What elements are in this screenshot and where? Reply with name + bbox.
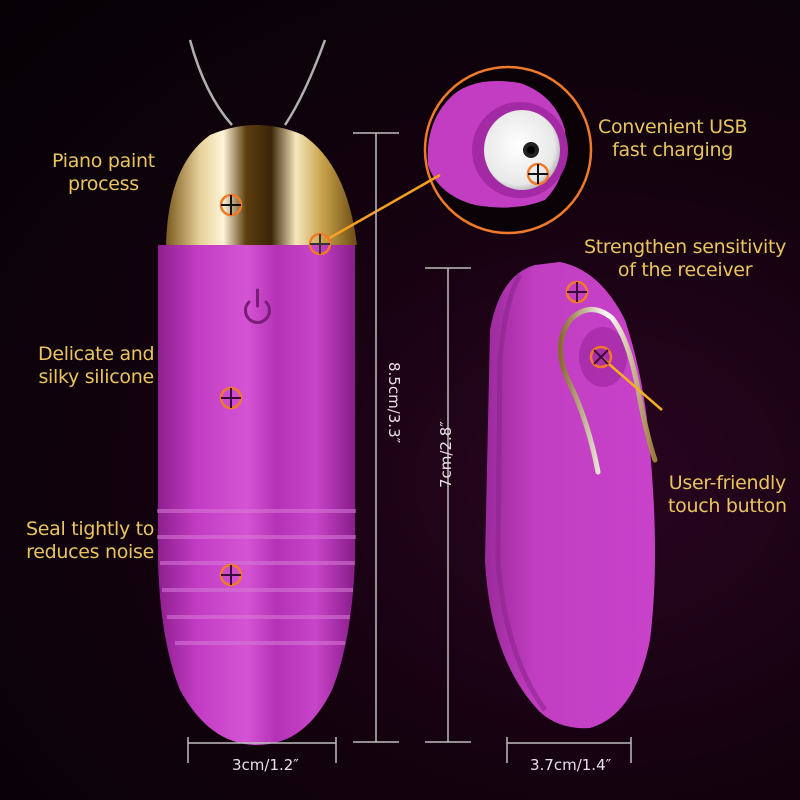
callout-text: touch button	[668, 495, 787, 517]
callout-seal: Seal tightly to reduces noise	[26, 518, 154, 564]
callout-text: fast charging	[612, 139, 734, 161]
callout-text: Piano paint	[52, 150, 155, 172]
callout-text: Strengthen sensitivity	[584, 236, 787, 258]
callout-text: of the receiver	[617, 259, 753, 281]
remote-height-label: 7cm/2.8″	[437, 421, 455, 488]
marker-piano-paint-icon	[219, 193, 243, 217]
egg-vibrator	[157, 125, 357, 745]
marker-usb-icon	[526, 162, 550, 186]
touch-button	[579, 327, 627, 387]
cord	[188, 39, 327, 126]
callout-usb: Convenient USB fast charging	[598, 116, 748, 162]
egg-width-label: 3cm/1.2″	[232, 756, 299, 774]
callout-markers	[219, 162, 613, 587]
callout-text: process	[67, 173, 139, 195]
callout-text: Convenient USB	[598, 116, 748, 138]
egg-height-label: 8.5cm/3.3″	[385, 362, 403, 444]
sealing-ribs	[157, 509, 356, 645]
callout-text: User-friendly	[668, 472, 786, 494]
callout-text: silky silicone	[38, 366, 154, 388]
callout-text: Delicate and	[38, 343, 155, 365]
power-icon	[244, 288, 271, 324]
callout-text: reduces noise	[26, 541, 155, 563]
marker-seal-icon	[219, 563, 243, 587]
callout-text: Seal tightly to	[26, 518, 155, 540]
callout-lines	[30, 173, 780, 577]
gold-cap	[166, 125, 357, 245]
metal-trim	[557, 307, 658, 475]
callout-touch: User-friendly touch button	[668, 472, 787, 518]
callout-piano-paint: Piano paint process	[52, 150, 155, 196]
remote-width-label: 3.7cm/1.4″	[530, 756, 612, 774]
marker-silicone-icon	[219, 386, 243, 410]
marker-cap-edge-icon	[308, 232, 332, 256]
marker-receiver-icon	[565, 280, 589, 304]
dimension-lines	[187, 132, 632, 763]
callout-silicone: Delicate and silky silicone	[38, 343, 155, 389]
callout-receiver: Strengthen sensitivity of the receiver	[584, 236, 786, 282]
remote-control	[485, 262, 658, 729]
marker-touch-icon	[589, 345, 613, 369]
usb-port-closeup	[423, 65, 593, 235]
